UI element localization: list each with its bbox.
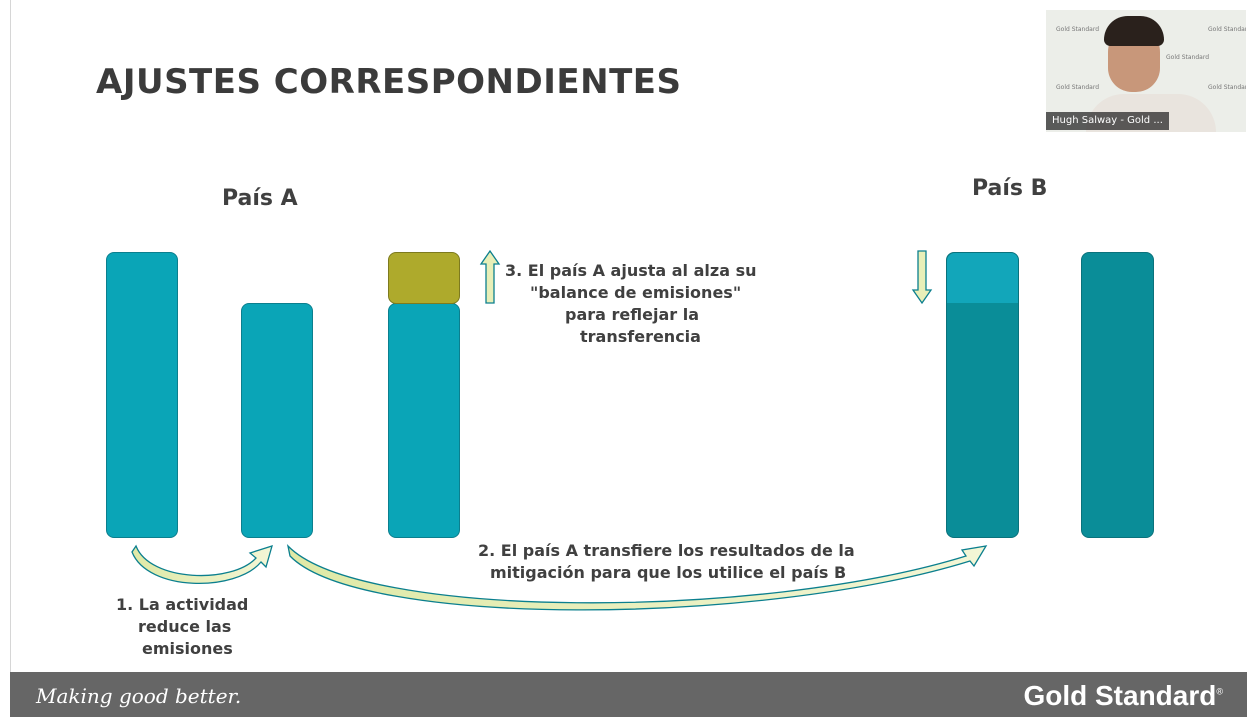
step2-arrow [286, 543, 988, 611]
step3-line2: "balance de emisiones" [530, 283, 742, 302]
bar-a-adjustment-cap [388, 252, 460, 304]
brand-logo: Gold Standard® [1023, 680, 1223, 712]
brand-name: Gold Standard [1023, 680, 1217, 711]
up-arrow-icon [479, 249, 501, 304]
watermark-text: Gold Standard [1056, 84, 1099, 91]
step3-line3: para reflejar la [565, 305, 699, 324]
watermark-text: Gold Standard [1208, 84, 1246, 91]
step3-line1: 3. El país A ajusta al alza su [505, 261, 757, 280]
step3-line4: transferencia [580, 327, 701, 346]
watermark-text: Gold Standard [1056, 26, 1099, 33]
footer-bar [10, 672, 1247, 717]
step2-line1: 2. El país A transfiere los resultados d… [478, 541, 855, 560]
bar-a-reduced [241, 303, 313, 538]
slide-title: AJUSTES CORRESPONDIENTES [96, 62, 682, 102]
brand-mark: ® [1216, 686, 1223, 697]
step1-arrow [131, 544, 273, 584]
watermark-text: Gold Standard [1208, 26, 1246, 33]
step1-line3: emisiones [142, 639, 233, 658]
step2-line2: mitigación para que los utilice el país … [490, 563, 847, 582]
bar-a-baseline [106, 252, 178, 538]
footer-tagline: Making good better. [36, 684, 242, 708]
participant-hair [1104, 16, 1164, 46]
bar-b-transfer-portion [947, 253, 1018, 303]
watermark-text: Gold Standard [1166, 54, 1209, 61]
down-arrow-icon [911, 250, 933, 305]
step1-line2: reduce las [138, 617, 232, 636]
step1-line1: 1. La actividad [116, 595, 249, 614]
bar-b-received [946, 252, 1019, 538]
participant-name-label: Hugh Salway - Gold ... [1046, 112, 1169, 130]
slide-border [10, 0, 11, 717]
country-a-label: País A [222, 186, 298, 211]
bar-a-adjusted [388, 303, 460, 538]
bar-b-original [1081, 252, 1154, 538]
country-b-label: País B [972, 176, 1048, 201]
